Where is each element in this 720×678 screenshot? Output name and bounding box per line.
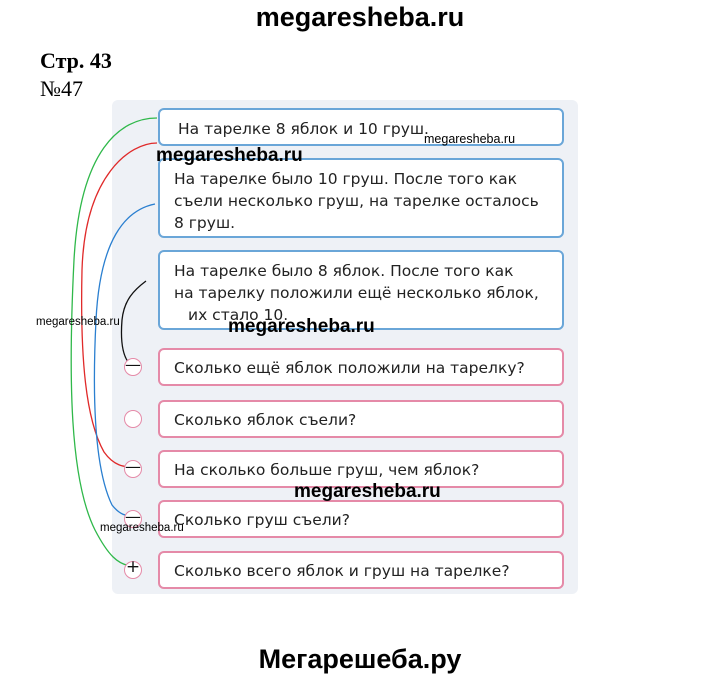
condition-2-line-1: На тарелке было 10 груш. После того как <box>174 170 517 188</box>
condition-3-line-1: На тарелке было 8 яблок. После того как <box>174 262 514 280</box>
answer-circle-1 <box>124 358 142 376</box>
watermark-5: megaresheba.ru <box>294 481 441 502</box>
circle-mark-3: — <box>125 457 141 476</box>
question-box-2: Сколько яблок съели? <box>158 400 564 438</box>
condition-3-line-2: на тарелку положили ещё несколько яблок, <box>174 284 539 302</box>
circle-mark-4: — <box>125 507 141 526</box>
task-number: №47 <box>40 76 83 101</box>
question-box-4: Сколько груш съели? <box>158 500 564 538</box>
site-header: megaresheba.ru <box>255 2 465 32</box>
blue-connector-line <box>93 203 156 517</box>
question-box-3: На сколько больше груш, чем яблок? <box>158 450 564 488</box>
condition-3-line-3: их стало 10. <box>188 306 289 324</box>
black-connector-line <box>120 280 147 367</box>
condition-2-line-2: съели несколько груш, на тарелке осталос… <box>174 192 539 210</box>
watermark-4: megaresheba.ru <box>228 316 375 337</box>
circle-mark-5: + <box>125 557 141 577</box>
green-connector-line <box>70 117 158 567</box>
red-connector-line <box>80 142 158 468</box>
condition-box-3: На тарелке было 8 яблок. После того как … <box>158 250 564 330</box>
question-box-5: Сколько всего яблок и груш на тарелке? <box>158 551 564 589</box>
watermark-6: megaresheba.ru <box>100 522 184 534</box>
condition-2-line-3: 8 груш. <box>174 214 236 232</box>
answer-circle-3 <box>124 460 142 478</box>
answer-circle-5 <box>124 561 142 579</box>
watermark-1: megaresheba.ru <box>424 132 516 146</box>
page-reference: Стр. 43 <box>40 48 112 73</box>
circle-mark-1: — <box>125 355 141 374</box>
condition-box-2: На тарелке было 10 груш. После того как … <box>158 158 564 238</box>
question-4-text: Сколько груш съели? <box>174 511 350 529</box>
answer-circle-4 <box>124 510 142 528</box>
condition-1-line-1: На тарелке 8 яблок и 10 груш. <box>178 120 429 138</box>
question-1-text: Сколько ещё яблок положили на тарелку? <box>174 359 525 377</box>
watermark-2: megaresheba.ru <box>156 145 303 166</box>
question-3-text: На сколько больше груш, чем яблок? <box>174 461 480 479</box>
site-footer: Мегарешеба.ру <box>258 644 462 674</box>
question-box-1: Сколько ещё яблок положили на тарелку? <box>158 348 564 386</box>
question-5-text: Сколько всего яблок и груш на тарелке? <box>174 562 510 580</box>
question-2-text: Сколько яблок съели? <box>174 411 357 429</box>
answer-circle-2 <box>124 410 142 428</box>
watermark-3: megaresheba.ru <box>36 316 120 328</box>
condition-box-1: На тарелке 8 яблок и 10 груш. <box>158 108 564 146</box>
